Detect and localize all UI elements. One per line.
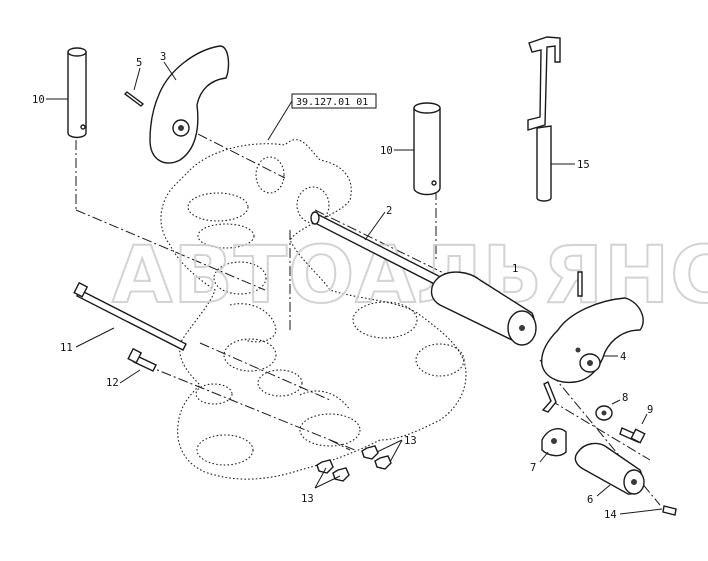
callout-4: 4	[620, 351, 626, 363]
callout-10-center: 10	[380, 145, 393, 157]
callout-5: 5	[136, 57, 142, 69]
bolt-12	[127, 347, 157, 372]
washer-8	[595, 405, 613, 421]
callout-8: 8	[622, 392, 628, 404]
callout-15: 15	[577, 159, 590, 171]
nuts-13	[316, 445, 392, 482]
callout-12: 12	[106, 377, 119, 389]
pin-6	[574, 442, 645, 495]
reference-tag-text: 39.127.01 01	[296, 97, 368, 108]
callout-10-left: 10	[32, 94, 45, 106]
callout-2: 2	[386, 205, 392, 217]
reference-tag: 39.127.01 01	[267, 93, 377, 141]
callout-14: 14	[604, 509, 617, 521]
center-lines	[75, 125, 661, 506]
bolt-9	[619, 427, 646, 444]
bolt-11	[73, 281, 187, 351]
roll-pin-5	[123, 91, 145, 107]
segment-4	[541, 297, 644, 413]
callout-13-left: 13	[301, 493, 314, 505]
grease-fitting-14	[662, 505, 677, 516]
callout-1: 1	[512, 263, 518, 275]
callout-9: 9	[647, 404, 653, 416]
callout-6: 6	[587, 494, 593, 506]
roll-pin-5-right	[577, 271, 583, 297]
pin-10-center	[413, 102, 441, 196]
roller-1	[430, 271, 537, 346]
housing-outline	[160, 139, 467, 480]
lever-15	[527, 36, 561, 202]
callout-11: 11	[60, 342, 73, 354]
clamp-7	[541, 428, 567, 457]
callout-7: 7	[530, 462, 536, 474]
callout-13-right: 13	[404, 435, 417, 447]
bracket-3	[149, 45, 230, 164]
callouts: 5 3 10 10 15 2 1 11 12 4 8 9 13 13 7 6 1…	[32, 51, 663, 521]
pin-10-left	[67, 47, 87, 139]
callout-3: 3	[160, 51, 166, 63]
